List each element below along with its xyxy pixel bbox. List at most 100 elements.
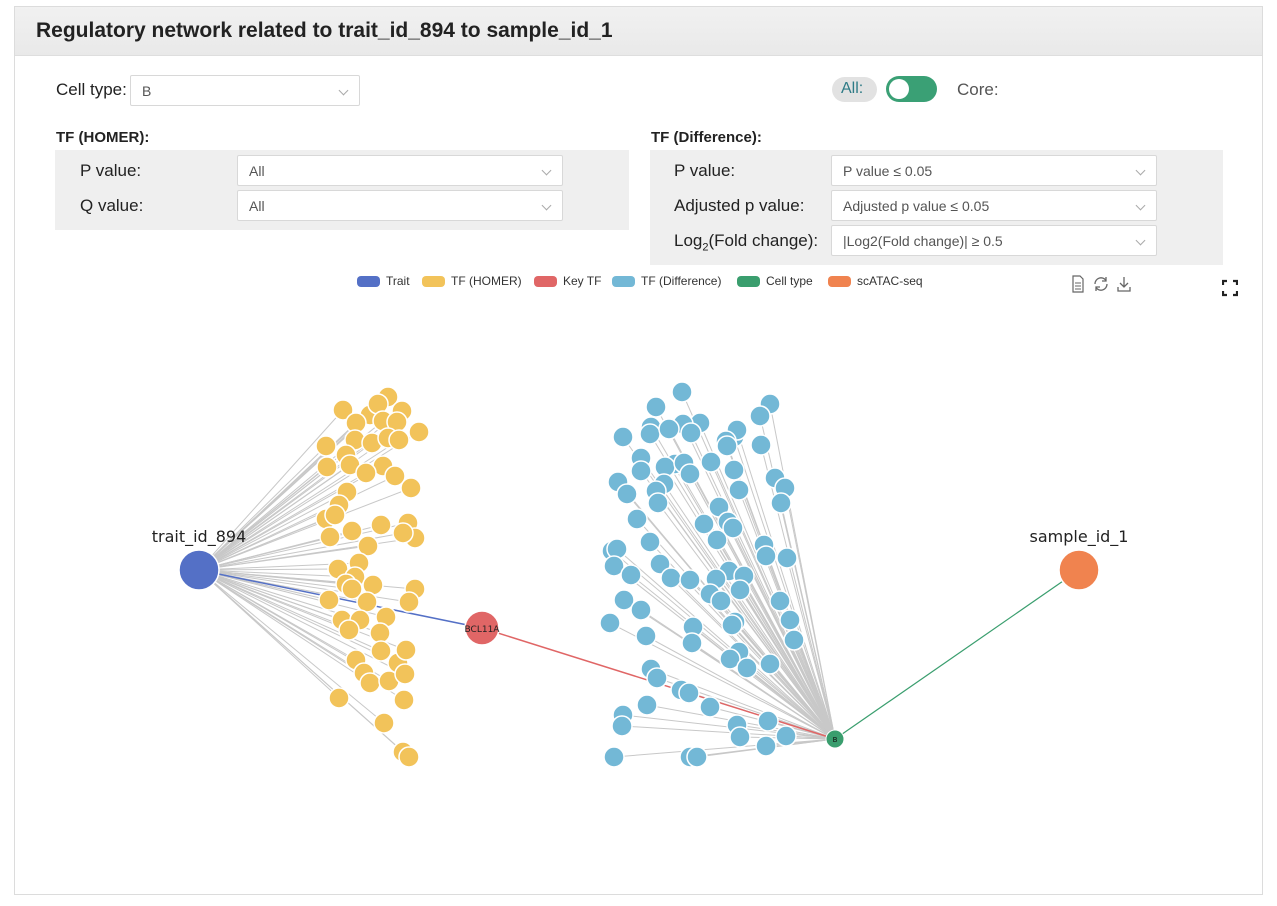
tf-difference-node[interactable] xyxy=(658,418,680,440)
tf-difference-node[interactable] xyxy=(647,492,669,514)
tf-homer-node[interactable] xyxy=(319,526,341,548)
tf-difference-node[interactable] xyxy=(616,483,638,505)
tf-homer-node[interactable] xyxy=(398,591,420,613)
tf-difference-node[interactable] xyxy=(755,735,777,757)
tf-difference-node[interactable] xyxy=(639,423,661,445)
cell-type-node[interactable] xyxy=(825,729,845,749)
tf-difference-node[interactable] xyxy=(599,612,621,634)
tf-difference-node[interactable] xyxy=(723,459,745,481)
tf-homer-node[interactable] xyxy=(393,689,415,711)
tf-difference-node[interactable] xyxy=(749,405,771,427)
tf-difference-node[interactable] xyxy=(776,547,798,569)
tf-homer-node[interactable] xyxy=(338,619,360,641)
tf-homer-node[interactable] xyxy=(373,712,395,734)
tf-homer-node[interactable] xyxy=(394,663,416,685)
tf-difference-node[interactable] xyxy=(646,667,668,689)
tf-difference-node[interactable] xyxy=(679,569,701,591)
tf-difference-node[interactable] xyxy=(722,517,744,539)
tf-difference-node[interactable] xyxy=(736,657,758,679)
tf-difference-node[interactable] xyxy=(721,614,743,636)
tf-difference-node[interactable] xyxy=(699,696,721,718)
tf-difference-node[interactable] xyxy=(613,589,635,611)
tf-difference-node[interactable] xyxy=(603,555,625,577)
tf-difference-node[interactable] xyxy=(620,564,642,586)
tf-homer-node[interactable] xyxy=(370,514,392,536)
tf-homer-node[interactable] xyxy=(369,622,391,644)
tf-difference-node[interactable] xyxy=(693,513,715,535)
tf-homer-node[interactable] xyxy=(384,465,406,487)
tf-homer-node[interactable] xyxy=(332,399,354,421)
tf-difference-node[interactable] xyxy=(678,682,700,704)
tf-homer-node[interactable] xyxy=(324,504,346,526)
fullscreen-icon[interactable] xyxy=(1222,279,1238,297)
tf-difference-node[interactable] xyxy=(679,463,701,485)
tf-difference-node[interactable] xyxy=(636,694,658,716)
tf-difference-node[interactable] xyxy=(612,426,634,448)
tf-homer-node[interactable] xyxy=(400,477,422,499)
tf-difference-node[interactable] xyxy=(750,434,772,456)
tf-difference-node[interactable] xyxy=(660,567,682,589)
tf-difference-node[interactable] xyxy=(728,479,750,501)
homer-p-select[interactable]: All xyxy=(237,155,563,186)
tf-homer-node[interactable] xyxy=(315,435,337,457)
tf-difference-node[interactable] xyxy=(630,460,652,482)
tf-difference-node[interactable] xyxy=(626,508,648,530)
tf-homer-node[interactable] xyxy=(359,672,381,694)
tf-difference-node[interactable] xyxy=(706,529,728,551)
tf-difference-node[interactable] xyxy=(757,710,779,732)
tf-difference-node[interactable] xyxy=(630,599,652,621)
tf-homer-node[interactable] xyxy=(357,535,379,557)
homer-q-select[interactable]: All xyxy=(237,190,563,221)
tf-homer-node[interactable] xyxy=(388,429,410,451)
tf-difference-node[interactable] xyxy=(775,725,797,747)
tf-difference-node[interactable] xyxy=(729,579,751,601)
restore-icon[interactable] xyxy=(1092,275,1110,293)
tf-difference-node[interactable] xyxy=(603,746,625,768)
tf-difference-node[interactable] xyxy=(779,609,801,631)
tf-difference-node[interactable] xyxy=(645,396,667,418)
tf-difference-node[interactable] xyxy=(681,632,703,654)
tf-difference-node[interactable] xyxy=(700,451,722,473)
cell-type-select[interactable]: B xyxy=(130,75,360,106)
tf-difference-node[interactable] xyxy=(649,553,671,575)
tf-difference-node[interactable] xyxy=(783,629,805,651)
tf-homer-node[interactable] xyxy=(395,639,417,661)
tf-difference-node[interactable] xyxy=(635,625,657,647)
tf-difference-node[interactable] xyxy=(755,545,777,567)
tf-homer-node[interactable] xyxy=(318,589,340,611)
diff-fc-select[interactable]: |Log2(Fold change)| ≥ 0.5 xyxy=(831,225,1157,256)
diff-adj-select[interactable]: Adjusted p value ≤ 0.05 xyxy=(831,190,1157,221)
download-icon[interactable] xyxy=(1116,275,1132,293)
tf-difference-node[interactable] xyxy=(719,648,741,670)
tf-difference-node[interactable] xyxy=(686,746,708,768)
all-toggle-label[interactable]: All: xyxy=(832,77,877,102)
tf-homer-node[interactable] xyxy=(341,578,363,600)
tf-homer-node[interactable] xyxy=(370,640,392,662)
tf-difference-node[interactable] xyxy=(770,492,792,514)
tf-homer-node[interactable] xyxy=(408,421,430,443)
all-core-switch[interactable] xyxy=(886,76,937,102)
tf-homer-node[interactable] xyxy=(316,456,338,478)
tf-difference-node[interactable] xyxy=(759,653,781,675)
tf-difference-node[interactable] xyxy=(680,422,702,444)
tf-difference-node[interactable] xyxy=(769,590,791,612)
key-tf-node[interactable] xyxy=(464,610,500,646)
tf-difference-node[interactable] xyxy=(639,531,661,553)
trait-node[interactable] xyxy=(178,549,220,591)
tf-difference-node[interactable] xyxy=(729,726,751,748)
core-label[interactable]: Core: xyxy=(957,80,999,99)
tf-difference-node[interactable] xyxy=(671,381,693,403)
tf-homer-node[interactable] xyxy=(356,591,378,613)
data-view-icon[interactable] xyxy=(1070,275,1086,293)
tf-homer-node[interactable] xyxy=(341,520,363,542)
tf-homer-node[interactable] xyxy=(392,522,414,544)
tf-difference-node[interactable] xyxy=(710,590,732,612)
tf-difference-node[interactable] xyxy=(716,435,738,457)
tf-homer-node[interactable] xyxy=(398,746,420,768)
tf-homer-node[interactable] xyxy=(328,687,350,709)
diff-p-select[interactable]: P value ≤ 0.05 xyxy=(831,155,1157,186)
tf-difference-node[interactable] xyxy=(611,715,633,737)
tf-homer-node[interactable] xyxy=(355,462,377,484)
sample-node[interactable] xyxy=(1058,549,1100,591)
